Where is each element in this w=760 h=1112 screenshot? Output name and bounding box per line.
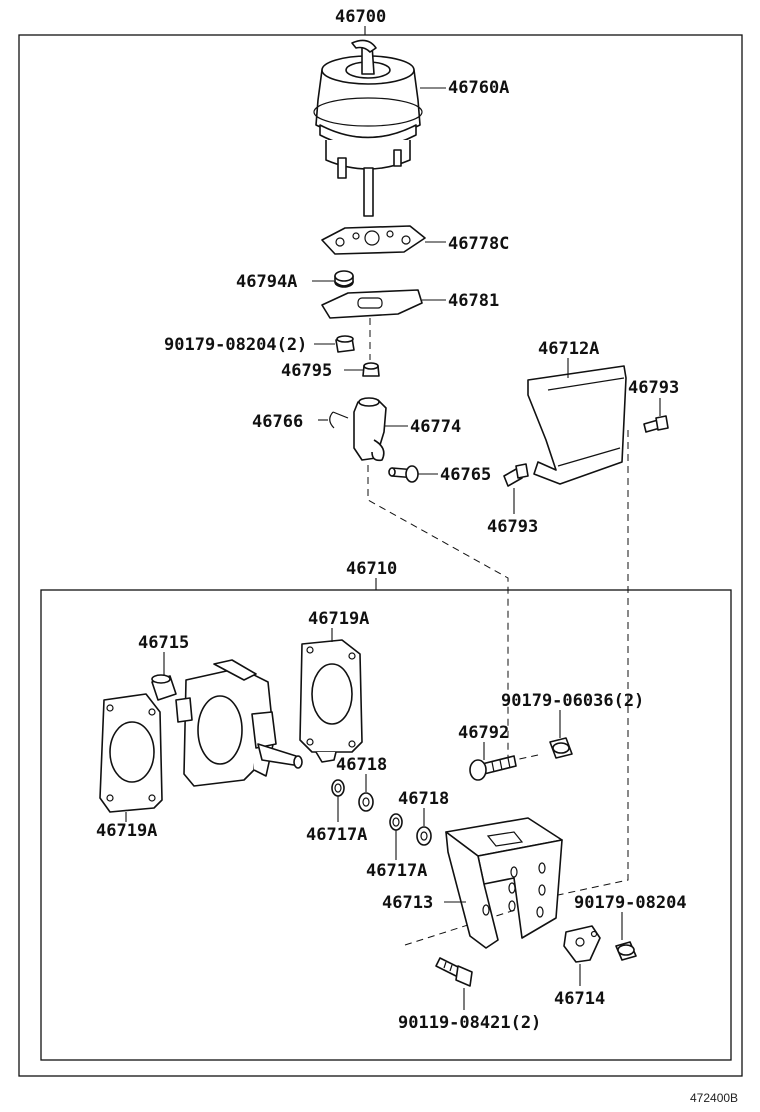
cushion bbox=[334, 270, 354, 288]
bolt-right bbox=[643, 415, 669, 433]
gasket-left bbox=[99, 693, 163, 813]
collar bbox=[362, 362, 380, 377]
lever bbox=[563, 925, 601, 963]
label-90119-08421-2: 90119-08421(2) bbox=[398, 1013, 541, 1033]
label-90179-06036-2: 90179-06036(2) bbox=[501, 691, 644, 711]
upper-plate bbox=[321, 225, 426, 255]
label-46793-right: 46793 bbox=[628, 378, 679, 398]
label-46719A-left: 46719A bbox=[96, 821, 157, 841]
clip bbox=[329, 411, 349, 429]
label-46717A-1: 46717A bbox=[306, 825, 367, 845]
alignment-line-joint bbox=[367, 465, 509, 760]
label-46718-1: 46718 bbox=[336, 755, 387, 775]
joint bbox=[353, 397, 387, 462]
cover bbox=[527, 365, 627, 485]
label-46781: 46781 bbox=[448, 291, 499, 311]
label-46774: 46774 bbox=[410, 417, 461, 437]
label-46794A: 46794A bbox=[236, 272, 297, 292]
label-46719A-right: 46719A bbox=[308, 609, 369, 629]
ring-1 bbox=[331, 779, 345, 797]
label-46714: 46714 bbox=[554, 989, 605, 1009]
gasket-right bbox=[299, 639, 363, 763]
label-46778C: 46778C bbox=[448, 234, 509, 254]
bushing bbox=[151, 674, 177, 701]
throttle-body bbox=[175, 659, 303, 787]
alignment-line-cover bbox=[557, 430, 629, 896]
label-46710: 46710 bbox=[346, 559, 397, 579]
alignment-line-bolt bbox=[514, 754, 539, 761]
washer-1 bbox=[358, 792, 374, 812]
assembly-frame bbox=[18, 34, 743, 1077]
label-90179-08204: 90179-08204 bbox=[574, 893, 687, 913]
label-46793-lower: 46793 bbox=[487, 517, 538, 537]
label-46713: 46713 bbox=[382, 893, 433, 913]
actuator-diaphragm bbox=[313, 39, 423, 217]
pin bbox=[388, 465, 419, 483]
label-46717A-2: 46717A bbox=[366, 861, 427, 881]
bolt-bottom bbox=[435, 957, 473, 987]
nut-single bbox=[615, 941, 637, 961]
label-46766: 46766 bbox=[252, 412, 303, 432]
bracket bbox=[445, 817, 563, 949]
label-46792: 46792 bbox=[458, 723, 509, 743]
alignment-line-bracket bbox=[404, 909, 516, 946]
label-46765: 46765 bbox=[440, 465, 491, 485]
label-46718-2: 46718 bbox=[398, 789, 449, 809]
label-46795: 46795 bbox=[281, 361, 332, 381]
ring-2 bbox=[389, 813, 403, 831]
figure-reference: 472400B bbox=[690, 1091, 738, 1105]
bolt-lower bbox=[503, 463, 529, 487]
label-46715: 46715 bbox=[138, 633, 189, 653]
nut-mid bbox=[549, 737, 573, 759]
washer-2 bbox=[416, 826, 432, 846]
label-90179-08204-2: 90179-08204(2) bbox=[164, 335, 307, 355]
label-46760A: 46760A bbox=[448, 78, 509, 98]
lower-plate bbox=[321, 289, 423, 319]
label-46712A: 46712A bbox=[538, 339, 599, 359]
bolt-mid bbox=[469, 755, 517, 781]
sub-assembly-frame bbox=[40, 589, 732, 1061]
nut-upper bbox=[335, 335, 355, 353]
label-46700: 46700 bbox=[335, 7, 386, 27]
